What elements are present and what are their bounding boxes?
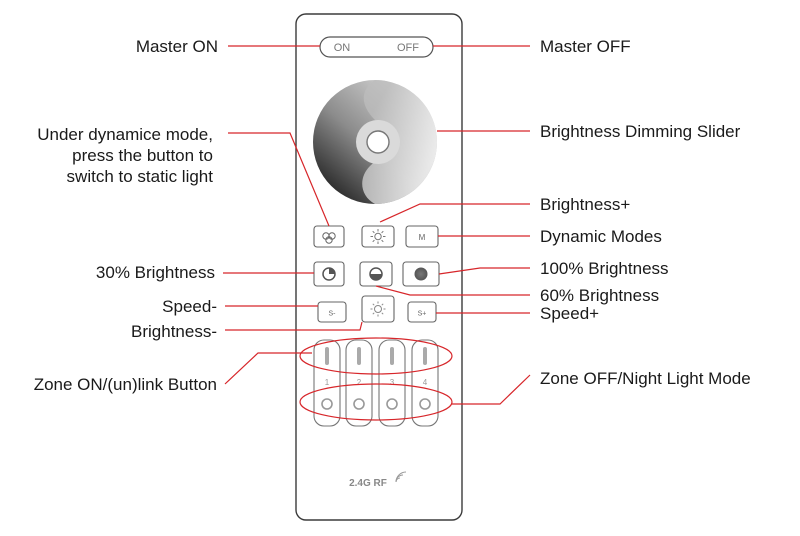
- dynamic-to-static-line: press the button to: [72, 146, 213, 165]
- speed-minus-label: S-: [329, 311, 337, 318]
- on-button-label[interactable]: ON: [334, 42, 351, 54]
- rf-label: 2.4G RF: [349, 478, 387, 489]
- dynamic-to-static-line: Under dynamice mode,: [37, 125, 213, 144]
- brightness-minus-label: Brightness-: [131, 322, 217, 341]
- zone-off-label: Zone OFF/Night Light Mode: [540, 369, 751, 388]
- brightness-30-label: 30% Brightness: [95, 263, 215, 282]
- wireless-signal-icon: [395, 471, 407, 483]
- zone-key-3[interactable]: 3: [378, 339, 406, 427]
- master-on-off-switch[interactable]: ON OFF: [319, 36, 434, 58]
- zone-number: 3: [390, 378, 395, 387]
- dynamic-modes-button[interactable]: M: [405, 225, 439, 248]
- brightness-minus-button[interactable]: [361, 295, 395, 323]
- sun-dim-icon: [370, 301, 386, 317]
- dynamic-modes-label: Dynamic Modes: [540, 227, 662, 246]
- zone-key-1[interactable]: 1: [313, 339, 341, 427]
- brightness-30-button[interactable]: [313, 261, 345, 287]
- sun-bright-icon: [370, 229, 386, 244]
- zone-on-label: Zone ON/(un)link Button: [33, 375, 217, 394]
- zone-keys: 1 2 3 4: [313, 339, 439, 427]
- brightness-100-button[interactable]: [402, 261, 440, 287]
- speed-minus-button[interactable]: S-: [317, 301, 347, 323]
- brightness-100-icon: [414, 267, 428, 281]
- dynamic-to-static-line: switch to static light: [66, 167, 213, 186]
- zone-number: 2: [357, 378, 362, 387]
- speed-plus-label-text: Speed+: [540, 304, 600, 323]
- brightness-100-label: 100% Brightness: [540, 259, 669, 278]
- zone-key-2[interactable]: 2: [345, 339, 373, 427]
- mode-button-label: M: [419, 233, 426, 242]
- dynamic-to-static-button[interactable]: [313, 225, 345, 248]
- dynamic-to-static-label: Under dynamice mode, press the button to…: [37, 124, 213, 187]
- zone-number: 4: [423, 378, 428, 387]
- zone-key-4[interactable]: 4: [411, 339, 439, 427]
- brightness-60-button[interactable]: [359, 261, 393, 287]
- callout-leaders: [223, 45, 531, 421]
- brightness-60-label: 60% Brightness: [540, 286, 660, 305]
- zone-number: 1: [325, 378, 330, 387]
- brightness-plus-label: Brightness+: [540, 195, 631, 214]
- rf-badge: 2.4G RF: [349, 471, 407, 489]
- three-circles-icon: [322, 232, 336, 244]
- brightness-dimming-wheel[interactable]: [313, 80, 437, 204]
- brightness-dimming-slider-label: Brightness Dimming Slider: [540, 122, 741, 141]
- brightness-plus-button[interactable]: [361, 225, 395, 248]
- off-button-label[interactable]: OFF: [397, 42, 419, 54]
- master-off-label: Master OFF: [540, 37, 631, 56]
- speed-plus-label: S+: [418, 311, 427, 318]
- wheel-center-button[interactable]: [366, 130, 390, 154]
- speed-minus-label-text: Speed-: [162, 297, 217, 316]
- master-on-label: Master ON: [135, 37, 218, 56]
- speed-plus-button[interactable]: S+: [407, 301, 437, 323]
